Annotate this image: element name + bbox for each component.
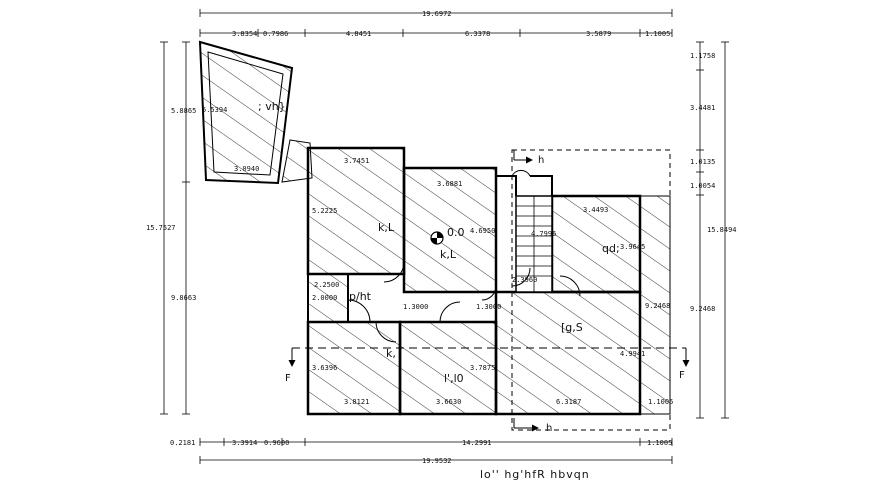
dim-right-seg-2: 3.4481	[690, 104, 715, 112]
dim-bottom-seg-1: 0.2181	[170, 439, 195, 447]
dim-int-7: 4.7996	[531, 230, 556, 238]
dim-bottom-seg-5: 1.1005	[647, 439, 672, 447]
main-building	[292, 146, 686, 431]
dim-right-seg-4: 1.0054	[690, 182, 715, 190]
dim-top-seg-6: 1.1005	[645, 30, 670, 38]
dim-top-seg-3: 4.8451	[346, 30, 371, 38]
dim-int-4: 4.6950	[470, 227, 495, 235]
dim-int-18: 3.8121	[344, 398, 369, 406]
dim-int-6: 3.4493	[583, 206, 608, 214]
dim-int-8: 3.9645	[620, 243, 645, 251]
label-room-qd: qd;	[602, 242, 620, 255]
dim-int-9: 2.3960	[512, 276, 537, 284]
drawing-title: lo'' hg'hfR hbvqn	[480, 468, 590, 481]
section-h-top	[513, 150, 533, 164]
dim-bottom-overall: 19.9532	[422, 457, 452, 465]
dim-top-seg-5: 3.5879	[586, 30, 611, 38]
label-room-kl-center: k,L	[440, 248, 457, 261]
dim-int-11: 2.0000	[312, 294, 337, 302]
dim-top-overall: 19.6972	[422, 10, 452, 18]
origin-marker-icon	[430, 231, 444, 245]
bottom-dimensions	[199, 438, 673, 464]
label-section-h-bottom: h	[546, 423, 552, 434]
annex-block	[198, 40, 313, 185]
dim-bottom-seg-3: 0.9600	[264, 439, 289, 447]
dim-int-10: 2.2500	[314, 281, 339, 289]
label-origin-value: 0.0	[447, 226, 465, 239]
dim-int-14: 9.2468	[645, 302, 670, 310]
label-room-pt: p/ht	[349, 290, 372, 303]
top-dimensions	[199, 9, 673, 37]
label-room-kl-left: k,L	[378, 221, 395, 234]
dim-annex-inner: 5.5394	[202, 106, 227, 114]
label-section-f-right: F	[679, 370, 685, 381]
dim-int-16: 3.6396	[312, 364, 337, 372]
dim-int-20: 6.3187	[556, 398, 581, 406]
dim-int-17: 3.7875	[470, 364, 495, 372]
dim-int-3: 5.2225	[312, 207, 337, 215]
label-room-lo: l',l0	[444, 372, 464, 385]
left-dimensions	[160, 41, 190, 415]
label-section-f-left: F	[285, 373, 291, 384]
right-dimensions	[696, 41, 729, 419]
label-section-h-top: h	[538, 155, 544, 166]
dim-int-21: 1.1005	[648, 398, 673, 406]
dim-int-13: 1.3000	[476, 303, 501, 311]
dim-int-19: 3.6630	[436, 398, 461, 406]
section-h-bottom	[513, 418, 539, 432]
dim-int-15: 4.9941	[620, 350, 645, 358]
dim-top-seg-1: 3.8354	[232, 30, 257, 38]
dim-right-seg-3: 1.0135	[690, 158, 715, 166]
label-room-gs: [g,S	[561, 321, 583, 334]
dim-right-outer: 15.8494	[707, 226, 737, 234]
dim-int-1: 3.7451	[344, 157, 369, 165]
label-annex: ; vh}	[258, 100, 286, 113]
dim-right-seg-1: 1.1758	[690, 52, 715, 60]
dim-bottom-seg-4: 14.2991	[462, 439, 492, 447]
dim-annex-bottom: 3.0940	[234, 165, 259, 173]
label-room-kk: k,	[386, 347, 396, 360]
dim-int-2: 3.6881	[437, 180, 462, 188]
dim-left-upper: 5.8865	[171, 107, 196, 115]
dim-int-12: 1.3000	[403, 303, 428, 311]
dim-left-lower: 9.8663	[171, 294, 196, 302]
dim-right-lower: 9.2468	[690, 305, 715, 313]
dim-left-outer: 15.7527	[146, 224, 176, 232]
dim-bottom-seg-2: 3.3914	[232, 439, 257, 447]
dim-top-seg-4: 6.3378	[465, 30, 490, 38]
dim-top-seg-2: 0.7986	[263, 30, 288, 38]
